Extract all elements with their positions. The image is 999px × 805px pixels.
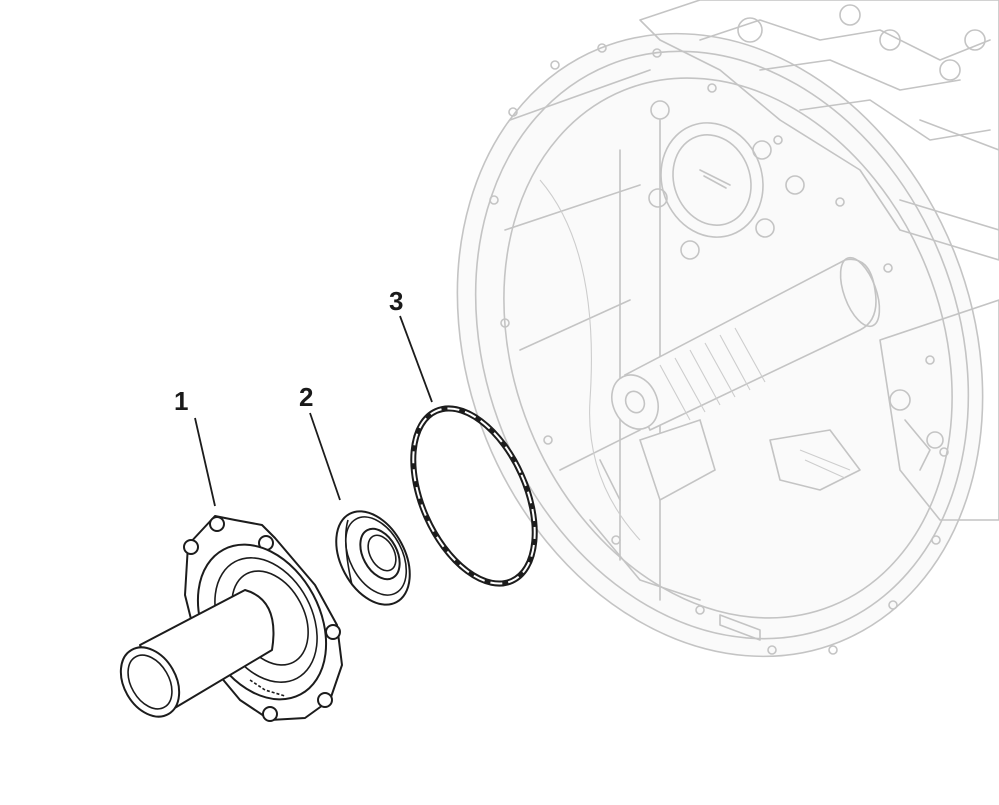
leader-lines <box>194 315 433 507</box>
part-1-bearing-cover <box>119 515 343 722</box>
leader-line-3 <box>399 315 433 403</box>
leader-line-1 <box>194 417 216 507</box>
callout-2: 2 <box>299 382 313 412</box>
part-2-shaft-seal <box>335 510 411 606</box>
part-3-seal-ring <box>410 405 538 587</box>
callout-3: 3 <box>389 286 403 316</box>
input-shaft <box>611 256 881 432</box>
callout-1: 1 <box>174 386 188 416</box>
leader-line-2 <box>309 412 341 501</box>
transmission-housing <box>456 0 999 658</box>
flange-bolt-holes <box>489 43 949 655</box>
